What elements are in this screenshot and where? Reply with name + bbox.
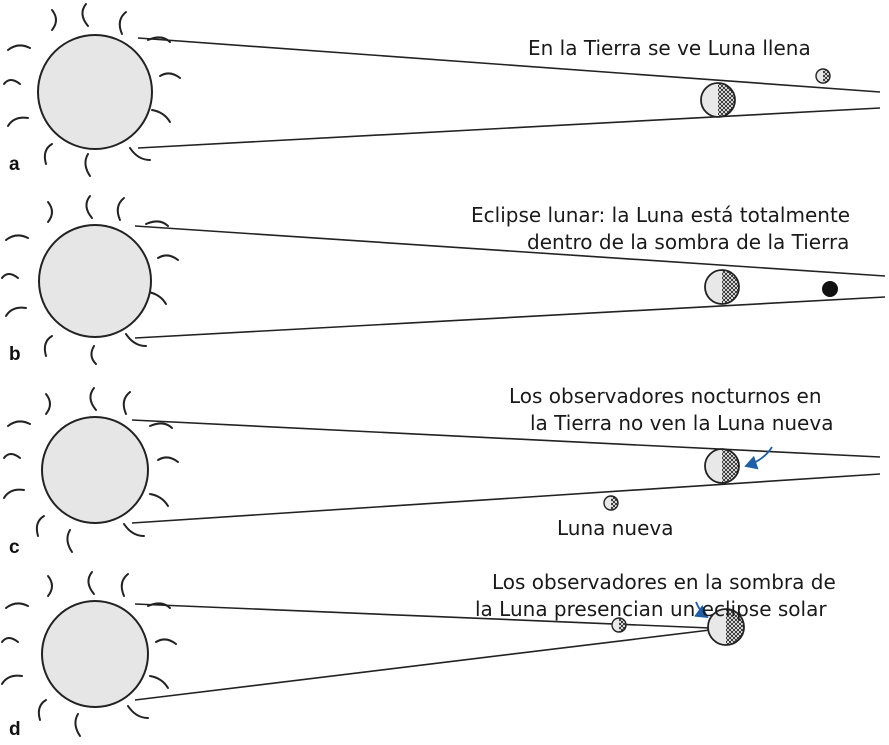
panel-b: Eclipse lunar: la Luna está totalmente d… <box>1 195 886 365</box>
panel-a: En la Tierra se ve Luna llena a <box>3 3 881 177</box>
sun-icon <box>3 3 181 177</box>
arrow-icon <box>744 446 773 470</box>
beam-line-top <box>131 419 881 458</box>
panel-d-caption-line-1: Los observadores en la sombra de <box>492 570 836 594</box>
panel-c-caption-line-1: Los observadores nocturnos en <box>509 384 822 408</box>
earth-icon <box>700 82 736 118</box>
sun-icon <box>1 571 177 737</box>
earth-icon <box>707 608 745 646</box>
moon-icon <box>815 68 831 84</box>
panel-d-letter: d <box>9 719 21 740</box>
panel-c-caption-line-2: la Tierra no ven la Luna nueva <box>530 411 833 435</box>
panel-c: Los observadores nocturnos en la Tierra … <box>3 384 881 558</box>
moon-icon <box>611 617 627 633</box>
panel-d-caption-line-2: la Luna presencian un eclipse solar <box>475 597 827 621</box>
earth-icon <box>704 269 740 305</box>
panel-d: Los observadores en la sombra de la Luna… <box>1 570 836 740</box>
arrow-icon <box>694 601 709 619</box>
beam-line-top <box>137 37 881 93</box>
earth-icon <box>704 448 740 484</box>
panel-a-letter: a <box>9 154 20 175</box>
panel-c-letter: c <box>9 537 20 558</box>
panel-a-caption: En la Tierra se ve Luna llena <box>528 36 811 60</box>
sun-icon <box>3 387 179 553</box>
panel-b-caption-line-2: dentro de la sombra de la Tierra <box>527 230 849 254</box>
sun-icon <box>1 195 179 365</box>
moon-icon <box>603 495 619 511</box>
beam-line-bottom <box>137 107 881 149</box>
beam-line-bottom <box>134 629 711 701</box>
moon-icon <box>822 281 838 297</box>
panel-b-caption-line-1: Eclipse lunar: la Luna está totalmente <box>471 203 850 227</box>
beam-line-bottom <box>131 473 881 524</box>
beam-line-bottom <box>134 296 886 339</box>
moon-label: Luna nueva <box>557 516 674 540</box>
beam-line-top <box>134 225 886 277</box>
panel-b-letter: b <box>9 344 21 365</box>
